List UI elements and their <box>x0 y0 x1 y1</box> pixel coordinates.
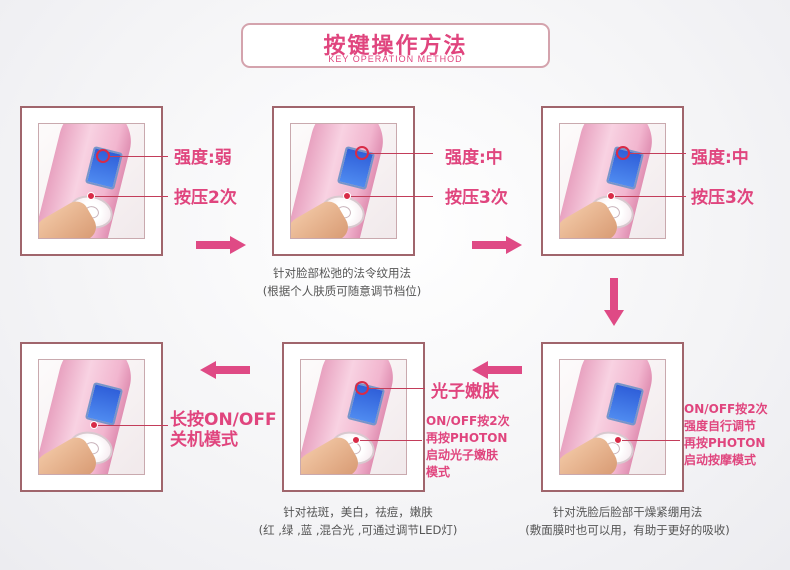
leader-line <box>369 388 425 389</box>
screen-marker-icon <box>96 149 110 163</box>
step-1-label-intensity: 强度:弱 <box>174 148 232 168</box>
step-5-frame <box>282 342 425 492</box>
device-image <box>300 359 407 475</box>
step-5-caption: 针对祛斑，美白，祛痘，嫩肤 (红 ,绿 ,蓝 ,混合光 ,可通过调节LED灯) <box>258 505 458 537</box>
button-marker-icon <box>352 436 360 444</box>
device-image <box>290 123 397 239</box>
arrow-icon <box>604 278 624 326</box>
step-2-frame <box>272 106 415 256</box>
title-box: 按键操作方法 KEY OPERATION METHOD <box>241 23 550 68</box>
device-image <box>38 359 145 475</box>
leader-line <box>98 425 168 426</box>
leader-line <box>95 196 168 197</box>
step-6-label: 长按ON/OFF 关机模式 <box>170 410 277 450</box>
leader-line <box>615 196 686 197</box>
step-6-frame <box>20 342 163 492</box>
step-5-label-mode: 光子嫩肤 <box>431 382 499 402</box>
step-3-label-intensity: 强度:中 <box>691 148 749 168</box>
screen-marker-icon <box>355 146 369 160</box>
leader-line <box>630 153 686 154</box>
button-marker-icon <box>90 421 98 429</box>
step-3-label-press: 按压3次 <box>691 188 754 208</box>
leader-line <box>351 196 433 197</box>
device-image <box>559 359 666 475</box>
screen-marker-icon <box>616 146 630 160</box>
leader-line <box>369 153 433 154</box>
step-4-instructions: ON/OFF按2次 强度自行调节 再按PHOTON 启动按摩模式 <box>684 402 768 467</box>
step-2-label-intensity: 强度:中 <box>445 148 503 168</box>
step-4-caption: 针对洗脸后脸部干燥紧绷用法 (敷面膜时也可以用，有助于更好的吸收) <box>525 505 730 537</box>
leader-line <box>360 440 422 441</box>
screen-marker-icon <box>355 381 369 395</box>
leader-line <box>622 440 680 441</box>
step-1-frame <box>20 106 163 256</box>
step-3-frame <box>541 106 684 256</box>
step-2-label-press: 按压3次 <box>445 188 508 208</box>
device-image <box>559 123 666 239</box>
arrow-icon <box>472 236 522 254</box>
step-4-frame <box>541 342 684 492</box>
button-marker-icon <box>607 192 615 200</box>
button-marker-icon <box>87 192 95 200</box>
device-image <box>38 123 145 239</box>
step-1-label-press: 按压2次 <box>174 188 237 208</box>
step-5-instructions: ON/OFF按2次 再按PHOTON 启动光子嫩肤 模式 <box>426 414 510 479</box>
page-title: 按键操作方法 <box>323 34 468 59</box>
step-2-caption: 针对脸部松弛的法令纹用法 (根据个人肤质可随意调节档位) <box>262 266 422 298</box>
arrow-icon <box>472 361 522 379</box>
arrow-icon <box>196 236 246 254</box>
arrow-icon <box>200 361 250 379</box>
button-marker-icon <box>614 436 622 444</box>
button-marker-icon <box>343 192 351 200</box>
leader-line <box>110 156 168 157</box>
page-subtitle: KEY OPERATION METHOD <box>328 54 463 64</box>
